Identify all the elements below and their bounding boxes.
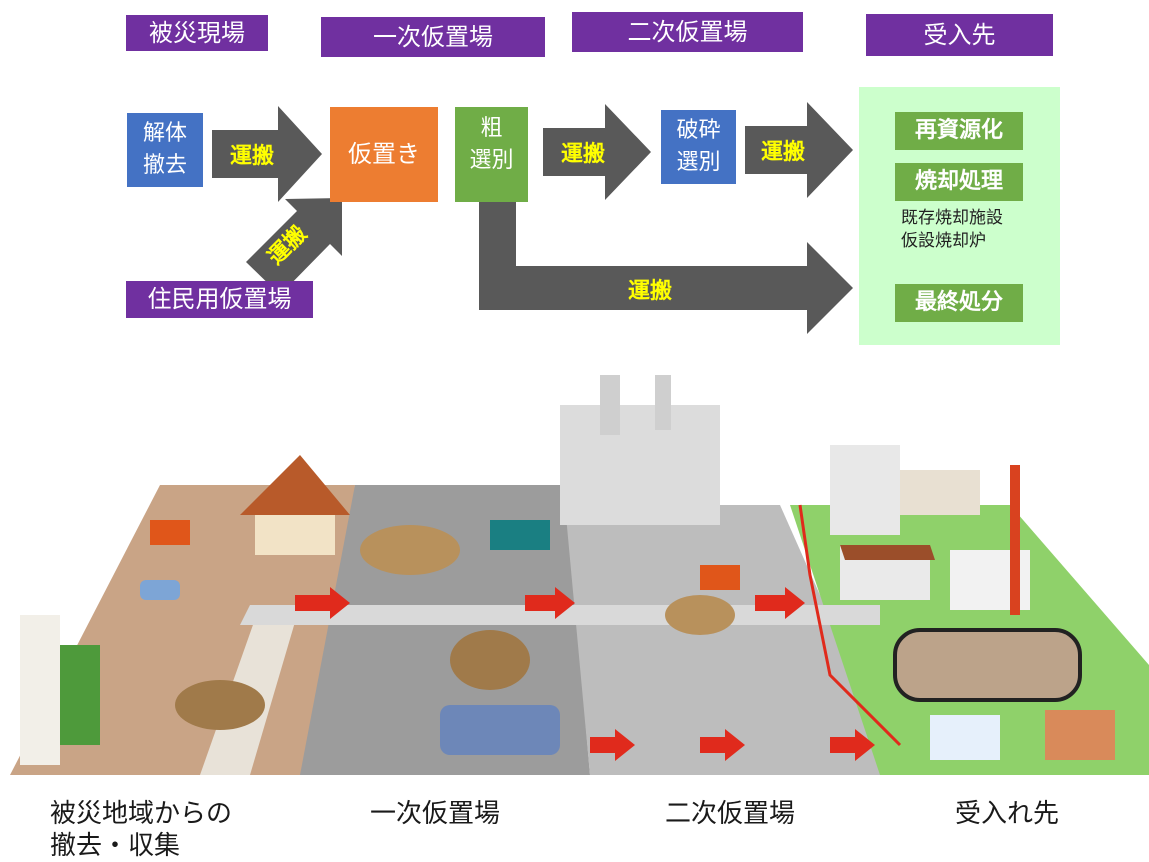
node-temp-storage: 仮置き (330, 107, 438, 202)
node-crush-sort-line2: 選別 (676, 150, 721, 175)
transport-label-3: 運搬 (761, 140, 806, 165)
final-disposal-label: 最終処分 (895, 284, 1023, 322)
caption-receiving: 受入れ先 (955, 799, 1060, 829)
car-1 (140, 580, 180, 600)
incinerate-label: 焼却処理 (895, 163, 1023, 201)
chimney-left (600, 375, 620, 435)
node-coarse-sort-line1: 粗 (480, 116, 503, 141)
house-wall (255, 515, 335, 555)
flow-arrows (212, 102, 853, 334)
red-arrow-5 (700, 729, 745, 761)
header-disaster-site: 被災現場 (126, 15, 268, 51)
plant-building (560, 405, 720, 525)
caption-secondary: 二次仮置場 (665, 799, 796, 829)
transport-arrow-long (479, 202, 853, 334)
collapsed-house (240, 455, 350, 515)
transport-label-long: 運搬 (628, 279, 673, 304)
node-coarse-sort: 粗 選別 (455, 107, 528, 202)
incinerate-note-2: 仮設焼却炉 (901, 231, 986, 251)
caption-collection-line2: 撤去・収集 (50, 831, 181, 861)
node-resident-yard: 住民用仮置場 (126, 281, 313, 318)
landfill-pit (893, 628, 1082, 702)
node-demolition-line1: 解体 (142, 121, 187, 146)
debris-pile-4 (665, 595, 735, 635)
shop-sign (20, 615, 60, 765)
transport-label-1: 運搬 (230, 144, 275, 169)
incinerate-note-1: 既存焼却施設 (901, 208, 1003, 228)
caption-collection-line1: 被災地域からの (50, 799, 233, 829)
secondary-yard-ground (565, 505, 900, 775)
node-crush-sort: 破砕 選別 (661, 110, 736, 184)
factory-roof (840, 545, 935, 560)
transport-label-2: 運搬 (561, 142, 606, 167)
header-secondary-yard: 二次仮置場 (572, 12, 803, 52)
orange-excavator (150, 520, 190, 545)
node-demolition: 解体 撤去 (127, 113, 203, 187)
transport-arrow-diagonal (246, 198, 342, 295)
warehouse (900, 470, 980, 515)
caption-primary: 一次仮置場 (370, 799, 501, 829)
red-arrow-1 (295, 587, 350, 619)
debris-pile-3 (450, 630, 530, 690)
process-illustration (10, 375, 1149, 775)
node-coarse-sort-line2: 選別 (469, 148, 514, 173)
header-destination: 受入先 (866, 14, 1053, 56)
red-route-line (798, 504, 902, 747)
shop-awning (60, 645, 100, 745)
incinerator-chimney (1010, 465, 1020, 615)
red-arrow-2 (525, 587, 575, 619)
transport-arrow-1 (212, 106, 322, 202)
tank-group (830, 445, 900, 535)
teal-excavator (490, 520, 550, 550)
debris-pile-2 (360, 525, 460, 575)
loader (700, 565, 740, 590)
red-arrow-6 (830, 729, 875, 761)
transport-arrow-2 (543, 104, 651, 200)
recycle-label: 再資源化 (895, 112, 1023, 150)
node-crush-sort-line1: 破砕 (676, 118, 721, 143)
brick-building (1045, 710, 1115, 760)
chimney-right (655, 375, 671, 430)
debris-pile-1 (175, 680, 265, 730)
node-demolition-line2: 撤去 (142, 153, 187, 178)
red-arrow-4 (590, 729, 635, 761)
destination-box: 再資源化 焼却処理 既存焼却施設 仮設焼却炉 最終処分 (859, 87, 1060, 345)
transport-arrow-3 (745, 102, 853, 198)
car-pile (440, 705, 560, 755)
red-arrow-3 (755, 587, 805, 619)
small-building (930, 715, 1000, 760)
header-primary-yard: 一次仮置場 (321, 17, 545, 57)
caption-collection: 被災地域からの 撤去・収集 (50, 798, 232, 862)
